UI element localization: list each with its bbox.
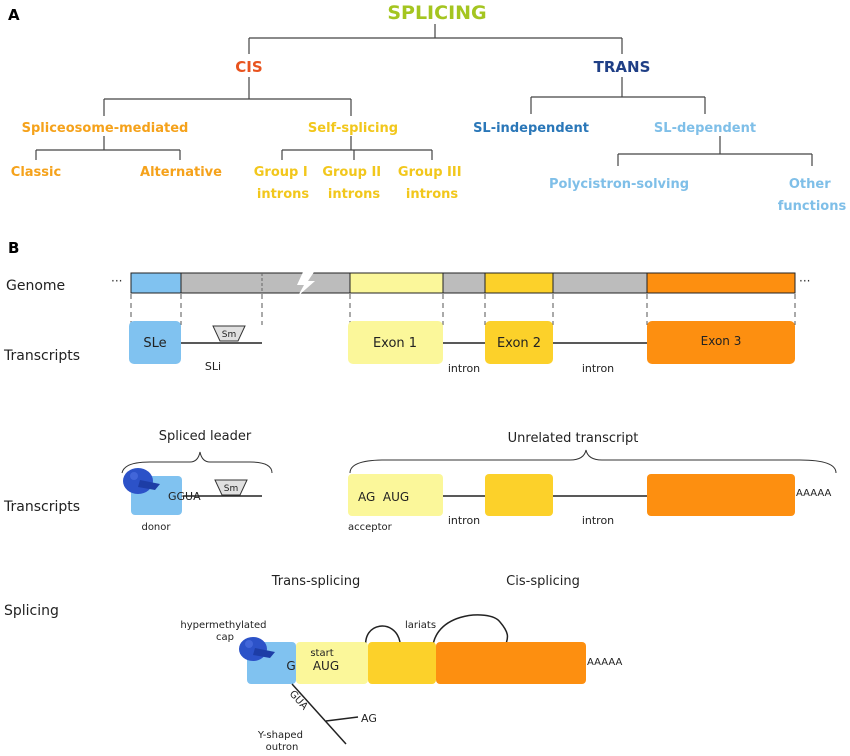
exon1-label: Exon 1 <box>373 336 417 351</box>
polya-label-2: AAAAA <box>587 657 622 668</box>
intron-label-3: intron <box>448 514 480 527</box>
cap-icon-2 <box>239 637 275 661</box>
tree-cis: CIS <box>235 58 262 76</box>
acceptor-label: acceptor <box>348 522 393 533</box>
tree-sl-dependent: SL-dependent <box>654 121 756 136</box>
tree-self-splicing: Self-splicing <box>308 121 398 136</box>
exon2-box-2 <box>485 474 553 516</box>
lariat-large <box>431 614 509 659</box>
spliced-leader-brace <box>121 451 273 474</box>
sle-label: SLe <box>143 336 166 351</box>
genome-exon2-segment <box>484 272 554 294</box>
y-outron-lines <box>291 683 359 745</box>
tree-sl-independent: SL-independent <box>473 121 589 136</box>
genome-gray-segment-1 <box>180 272 351 294</box>
genome-break-icon <box>297 272 315 296</box>
intron-label-4: intron <box>582 514 614 527</box>
sm-trapezoid-1 <box>212 325 246 342</box>
splice-exon3 <box>436 642 586 684</box>
splice-exon2 <box>368 642 436 684</box>
tree-lines <box>35 24 813 166</box>
ag-aug-label: AG AUG <box>358 490 409 504</box>
cis-splicing-label: Cis-splicing <box>506 574 580 589</box>
gua-outron-label: GUA <box>287 689 310 713</box>
sle-box <box>129 321 181 364</box>
genome-gray-segment-3 <box>552 272 648 294</box>
lariats-label: lariats <box>405 620 436 631</box>
ag-outron-label: AG <box>361 712 377 725</box>
splicing-label: Splicing <box>4 603 59 619</box>
trans-splicing-label: Trans-splicing <box>271 574 361 589</box>
sm-trapezoid-2 <box>214 479 248 496</box>
tree-trans: TRANS <box>594 58 651 76</box>
intron-label-2: intron <box>582 362 614 375</box>
sli-label: SLi <box>205 360 221 373</box>
spliced-leader-label: Spliced leader <box>159 429 252 444</box>
genome-gray-segment-2 <box>442 272 486 294</box>
genome-exon1-segment <box>349 272 444 294</box>
genome-exon3-segment <box>646 272 796 294</box>
exon3-box <box>647 321 795 364</box>
donor-label: donor <box>141 522 171 533</box>
genome-ellipsis-left: ··· <box>111 274 122 288</box>
exon3-label: Exon 3 <box>701 334 742 348</box>
transcripts-label-1: Transcripts <box>3 348 80 364</box>
tree-classic: Classic <box>11 165 61 180</box>
g-label: G <box>286 659 295 673</box>
lariat-small <box>365 625 401 649</box>
tree-group-2: Group II introns <box>322 165 385 202</box>
tree-group-3: Group III introns <box>398 165 466 202</box>
genome-sle-segment <box>130 272 182 294</box>
transcripts-label-2: Transcripts <box>3 499 80 515</box>
exon2-label: Exon 2 <box>497 336 541 351</box>
unrelated-transcript-brace <box>349 449 837 474</box>
splice-exon1 <box>296 642 368 684</box>
tree-other-functions: Other functions <box>778 177 847 214</box>
intron-label-1: intron <box>448 362 480 375</box>
exon3-box-2 <box>647 474 795 516</box>
sm-label-1: Sm <box>222 330 236 340</box>
polya-label-1: AAAAA <box>796 488 831 499</box>
tree-polycistron-solving: Polycistron-solving <box>549 177 689 192</box>
acceptor-exon-box <box>348 474 443 516</box>
tree-root-splicing: SPLICING <box>387 2 486 24</box>
panel-b-label: B <box>8 239 19 257</box>
genome-label: Genome <box>6 278 65 294</box>
unrelated-transcript-label: Unrelated transcript <box>508 431 639 446</box>
cap-icon-1 <box>123 468 160 494</box>
exon1-box <box>348 321 443 364</box>
dashed-connectors <box>130 294 796 325</box>
exon2-box <box>485 321 553 364</box>
aug-label: AUG <box>313 659 339 673</box>
hypermethylated-cap-label: hypermethylated cap <box>180 620 269 643</box>
tree-spliceosome-mediated: Spliceosome-mediated <box>22 121 189 136</box>
tree-group-1: Group I introns <box>254 165 312 202</box>
start-label: start <box>310 648 333 659</box>
genome-ellipsis-right: ··· <box>799 274 810 288</box>
panel-a-label: A <box>8 6 20 24</box>
gua-label: GGUA <box>168 490 201 503</box>
y-outron-label: Y-shaped outron <box>257 730 306 753</box>
tree-alternative: Alternative <box>140 165 222 180</box>
sm-label-2: Sm <box>224 484 238 494</box>
genome-bar <box>130 272 796 294</box>
